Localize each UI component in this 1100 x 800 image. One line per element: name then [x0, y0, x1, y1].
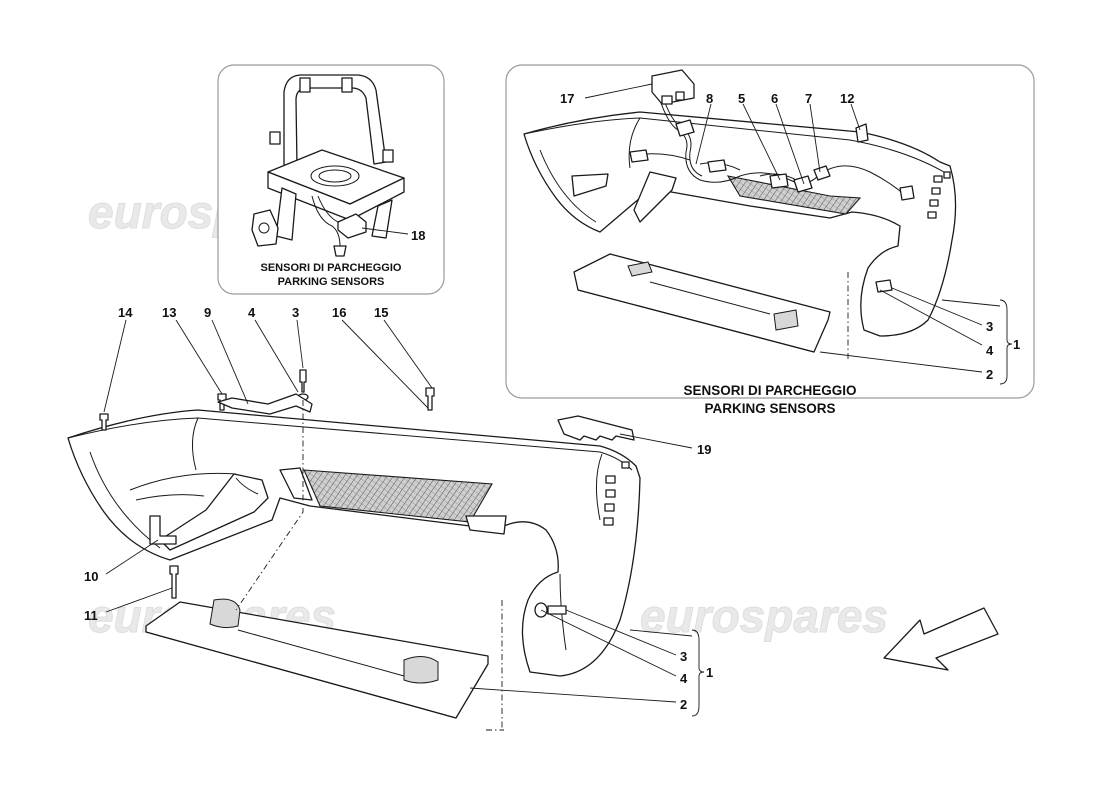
panel-caption-english: PARKING SENSORS: [704, 401, 835, 416]
callout-3: 3: [986, 319, 993, 334]
callout-13: 13: [162, 305, 176, 320]
sensor-bumper-panel: 17 8 5 6 7 12 3 4 2 1 SENSORI DI PARCHEG…: [505, 64, 1035, 416]
callout-17: 17: [560, 91, 574, 106]
callout-7: 7: [805, 91, 812, 106]
callout-5: 5: [738, 91, 745, 106]
callout-16: 16: [332, 305, 346, 320]
callout-1: 1: [1013, 337, 1020, 352]
watermark-text: eurospares: [640, 590, 888, 642]
panel-caption-italian: SENSORI DI PARCHEGGIO: [683, 383, 856, 398]
sensor-holes: [603, 461, 630, 526]
callout-8: 8: [706, 91, 713, 106]
callout-10: 10: [84, 569, 98, 584]
callout-3: 3: [680, 649, 687, 664]
main-bumper-assembly: 14 13 9 4 3 16 15 19 10 11 3 4 2 1: [67, 305, 713, 731]
callout-19: 19: [697, 442, 711, 457]
panel-caption-english: PARKING SENSORS: [278, 276, 385, 288]
sensor-holes: [927, 171, 951, 219]
callout-3: 3: [292, 305, 299, 320]
callout-4: 4: [986, 343, 994, 358]
callout-12: 12: [840, 91, 854, 106]
callout-4: 4: [248, 305, 256, 320]
callout-15: 15: [374, 305, 388, 320]
callout-9: 9: [204, 305, 211, 320]
callout-2: 2: [986, 367, 993, 382]
arrow-icon: [883, 607, 999, 671]
callout-14: 14: [118, 305, 133, 320]
callout-18: 18: [411, 228, 425, 243]
callout-2: 2: [680, 697, 687, 712]
callout-4: 4: [680, 671, 688, 686]
sensor-bracket-panel: 18 SENSORI DI PARCHEGGIO PARKING SENSORS: [217, 64, 445, 295]
callout-1: 1: [706, 665, 713, 680]
panel-caption-italian: SENSORI DI PARCHEGGIO: [261, 262, 402, 274]
callout-6: 6: [771, 91, 778, 106]
callout-11: 11: [84, 608, 98, 623]
